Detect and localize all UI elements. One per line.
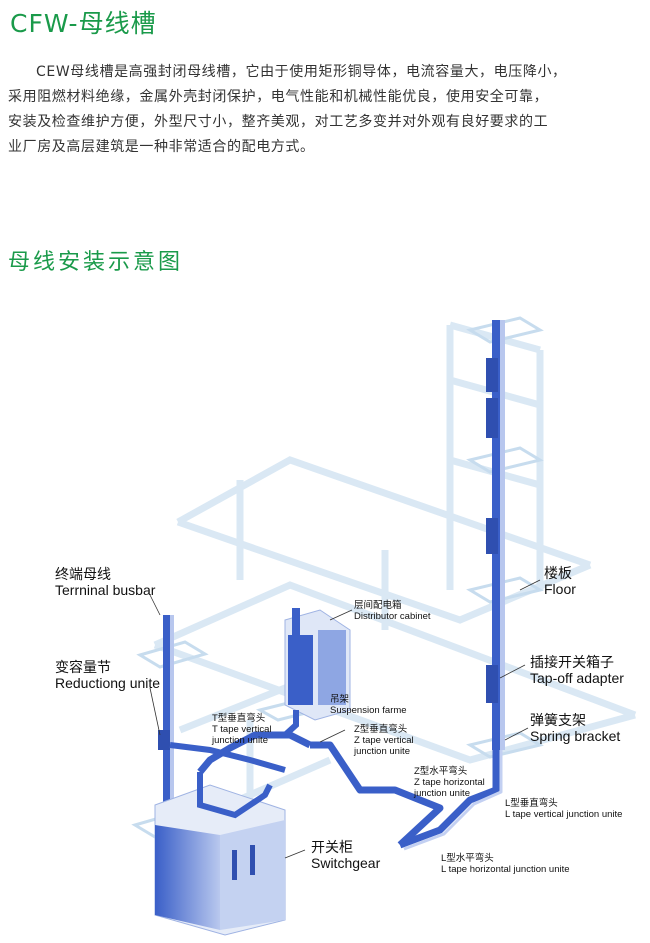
label-z-horizontal-junction: Z型水平弯头 Z tape horizontal junction unite [414, 766, 485, 800]
intro-line: 采用阻燃材料绝缘，金属外壳封闭保护，电气性能和机械性能优良，使用安全可靠， [8, 89, 549, 105]
label-t-vertical-junction: T型垂直弯头 T tape vertical junction unite [212, 713, 272, 747]
tap-off-box-4 [486, 665, 498, 703]
label-cn: Z型垂直弯头 [354, 724, 408, 735]
label-en: junction unite [414, 787, 470, 799]
label-switchgear: 开关柜 Switchgear [311, 839, 380, 871]
left-busbar [158, 615, 286, 845]
label-cn: 变容量节 [55, 659, 111, 675]
label-en: L tape vertical junction unite [505, 808, 623, 820]
label-cn: 弹簧支架 [530, 712, 586, 728]
label-distributor-cabinet: 层间配电箱 Distributor cabinet [354, 600, 431, 623]
label-cn: T型垂直弯头 [212, 713, 266, 724]
label-en: T tape vertical [212, 723, 272, 735]
label-en: Switchgear [311, 855, 381, 872]
label-cn: 楼板 [544, 565, 572, 581]
label-cn: 终端母线 [55, 566, 111, 582]
label-l-vertical-junction: L型垂直弯头 L tape vertical junction unite [505, 798, 623, 821]
label-suspension-frame: 吊架 Suspension farme [330, 694, 407, 717]
label-spring-bracket: 弹簧支架 Spring bracket [530, 712, 620, 744]
label-en: junction unite [354, 745, 410, 757]
label-en: Z tape vertical [354, 734, 414, 746]
tap-off-box-3 [486, 518, 498, 554]
label-cn: L型垂直弯头 [505, 798, 558, 809]
intro-paragraph: CEW母线槽是高强封闭母线槽，它由于使用矩形铜导体，电流容量大，电压降小， 采用… [8, 60, 640, 160]
diagram-drawing [131, 316, 637, 936]
intro-line: 业厂房及高层建筑是一种非常适合的配电方式。 [8, 139, 315, 155]
reduction-unit [158, 730, 170, 750]
distributor-cabinet [282, 608, 351, 738]
label-tap-off-adapter: 插接开关箱子 Tap-off adapter [530, 654, 624, 686]
label-en: junction unite [212, 734, 268, 746]
label-terminal-busbar: 终端母线 Terrninal busbar [55, 566, 155, 598]
intro-line: 安装及检查维护方便，外型尺寸小，整齐美观，对工艺多变并对外观有良好要求的工 [8, 114, 549, 130]
label-cn: 插接开关箱子 [530, 654, 614, 670]
tap-off-box-1 [486, 358, 498, 392]
label-cn: 吊架 [330, 694, 350, 705]
label-en: Suspension farme [330, 704, 407, 716]
label-en: Tap-off adapter [530, 670, 624, 687]
label-en: Spring bracket [530, 728, 621, 745]
label-l-horizontal-junction: L型水平弯头 L tape horizontal junction unite [441, 853, 570, 876]
switchgear-cabinet [154, 772, 286, 936]
label-en: Reductiong unite [55, 675, 161, 692]
label-en: Floor [544, 581, 576, 598]
label-reduction-unit: 变容量节 Reductiong unite [55, 659, 160, 691]
label-en: Z tape horizontal [414, 776, 485, 788]
section-title: 母线安装示意图 [8, 250, 184, 275]
horizontal-busbar-highlight [403, 750, 503, 851]
busbar-installation-diagram: 终端母线 Terrninal busbar 变容量节 Reductiong un… [0, 290, 650, 939]
label-cn: 开关柜 [311, 839, 353, 855]
riser-busbar [486, 320, 505, 750]
leader-lines [149, 579, 541, 859]
page-title: CFW-母线槽 [10, 9, 157, 38]
label-cn: L型水平弯头 [441, 853, 494, 864]
label-z-vertical-junction: Z型垂直弯头 Z tape vertical junction unite [354, 724, 414, 758]
intro-line: CEW母线槽是高强封闭母线槽，它由于使用矩形铜导体，电流容量大，电压降小， [36, 64, 567, 80]
label-en: Distributor cabinet [354, 610, 431, 622]
label-cn: Z型水平弯头 [414, 766, 468, 777]
horizontal-busbar-run [197, 731, 500, 849]
label-cn: 层间配电箱 [354, 600, 402, 611]
label-floor: 楼板 Floor [544, 565, 576, 597]
label-en: L tape horizontal junction unite [441, 863, 570, 875]
tap-off-box-2 [486, 398, 498, 438]
label-en: Terrninal busbar [55, 582, 156, 599]
